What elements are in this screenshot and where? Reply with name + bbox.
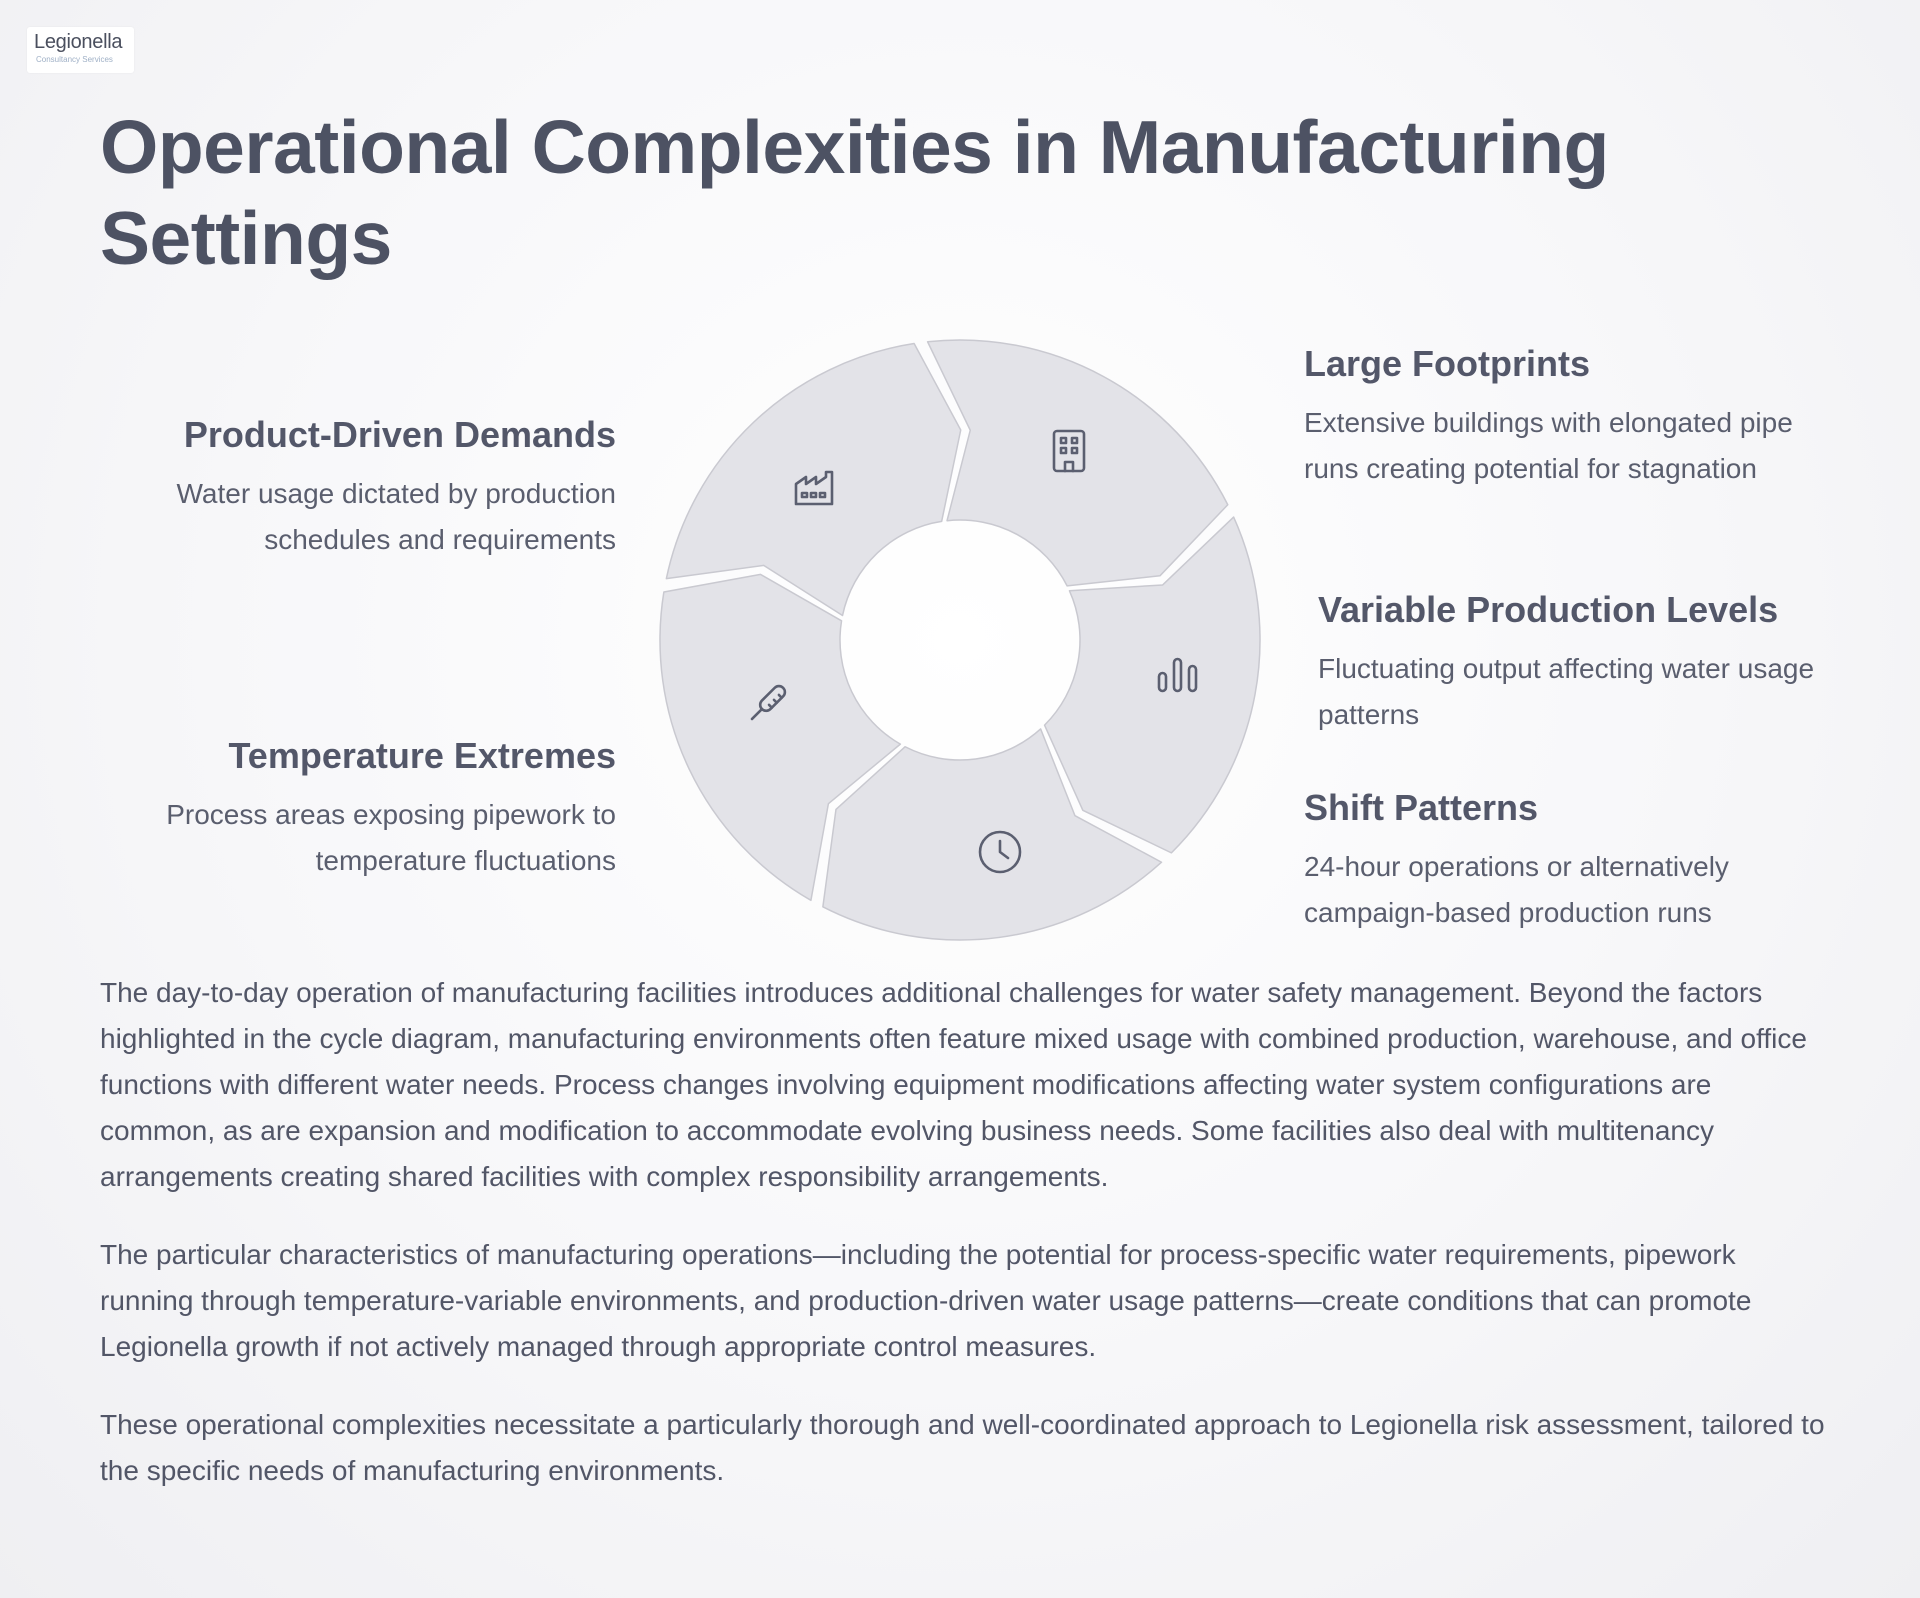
body-paragraph: The day-to-day operation of manufacturin… — [100, 977, 1807, 1192]
cycle-item-temperature-extremes: Temperature Extremes Process areas expos… — [116, 734, 616, 884]
item-title: Variable Production Levels — [1318, 589, 1779, 630]
company-logo: Legionella Consultancy Services — [27, 27, 134, 73]
thermometer-icon — [750, 684, 787, 721]
body-paragraph: The particular characteristics of manufa… — [100, 1239, 1752, 1362]
cycle-segment-large-footprints — [926, 339, 1229, 587]
cycle-segments — [659, 339, 1261, 941]
item-description: Fluctuating output affecting water usage… — [1318, 653, 1815, 730]
cycle-icons — [750, 429, 1198, 874]
cycle-diagram — [659, 339, 1261, 941]
cycle-segment-variable-production-levels — [1043, 516, 1261, 854]
factory-icon — [794, 470, 834, 506]
item-description: Process areas exposing pipework to tempe… — [166, 799, 616, 876]
cycle-segment-temperature-extremes — [659, 573, 902, 902]
logo-wordmark: Legionella — [34, 31, 123, 53]
body-paragraph: These operational complexities necessita… — [100, 1409, 1825, 1486]
body-text: The day-to-day operation of manufacturin… — [100, 970, 1830, 1526]
item-title: Large Footprints — [1304, 343, 1590, 384]
item-description: 24-hour operations or alternatively camp… — [1304, 851, 1729, 928]
page-title: Operational Complexities in Manufacturin… — [100, 105, 1609, 280]
item-title: Temperature Extremes — [228, 735, 616, 776]
bar-chart-icon — [1157, 657, 1198, 693]
item-description: Water usage dictated by production sched… — [176, 478, 616, 555]
item-description: Extensive buildings with elongated pipe … — [1304, 407, 1793, 484]
clock-icon — [978, 830, 1022, 874]
building-icon — [1052, 429, 1086, 473]
cycle-item-shift-patterns: Shift Patterns 24-hour operations or alt… — [1304, 786, 1804, 936]
logo-tagline: Consultancy Services — [36, 55, 113, 64]
cycle-item-product-driven-demands: Product-Driven Demands Water usage dicta… — [116, 413, 616, 563]
cycle-item-large-footprints: Large Footprints Extensive buildings wit… — [1304, 342, 1804, 492]
cycle-item-variable-production-levels: Variable Production Levels Fluctuating o… — [1318, 588, 1818, 738]
item-title: Shift Patterns — [1304, 787, 1539, 828]
item-title: Product-Driven Demands — [183, 414, 616, 455]
